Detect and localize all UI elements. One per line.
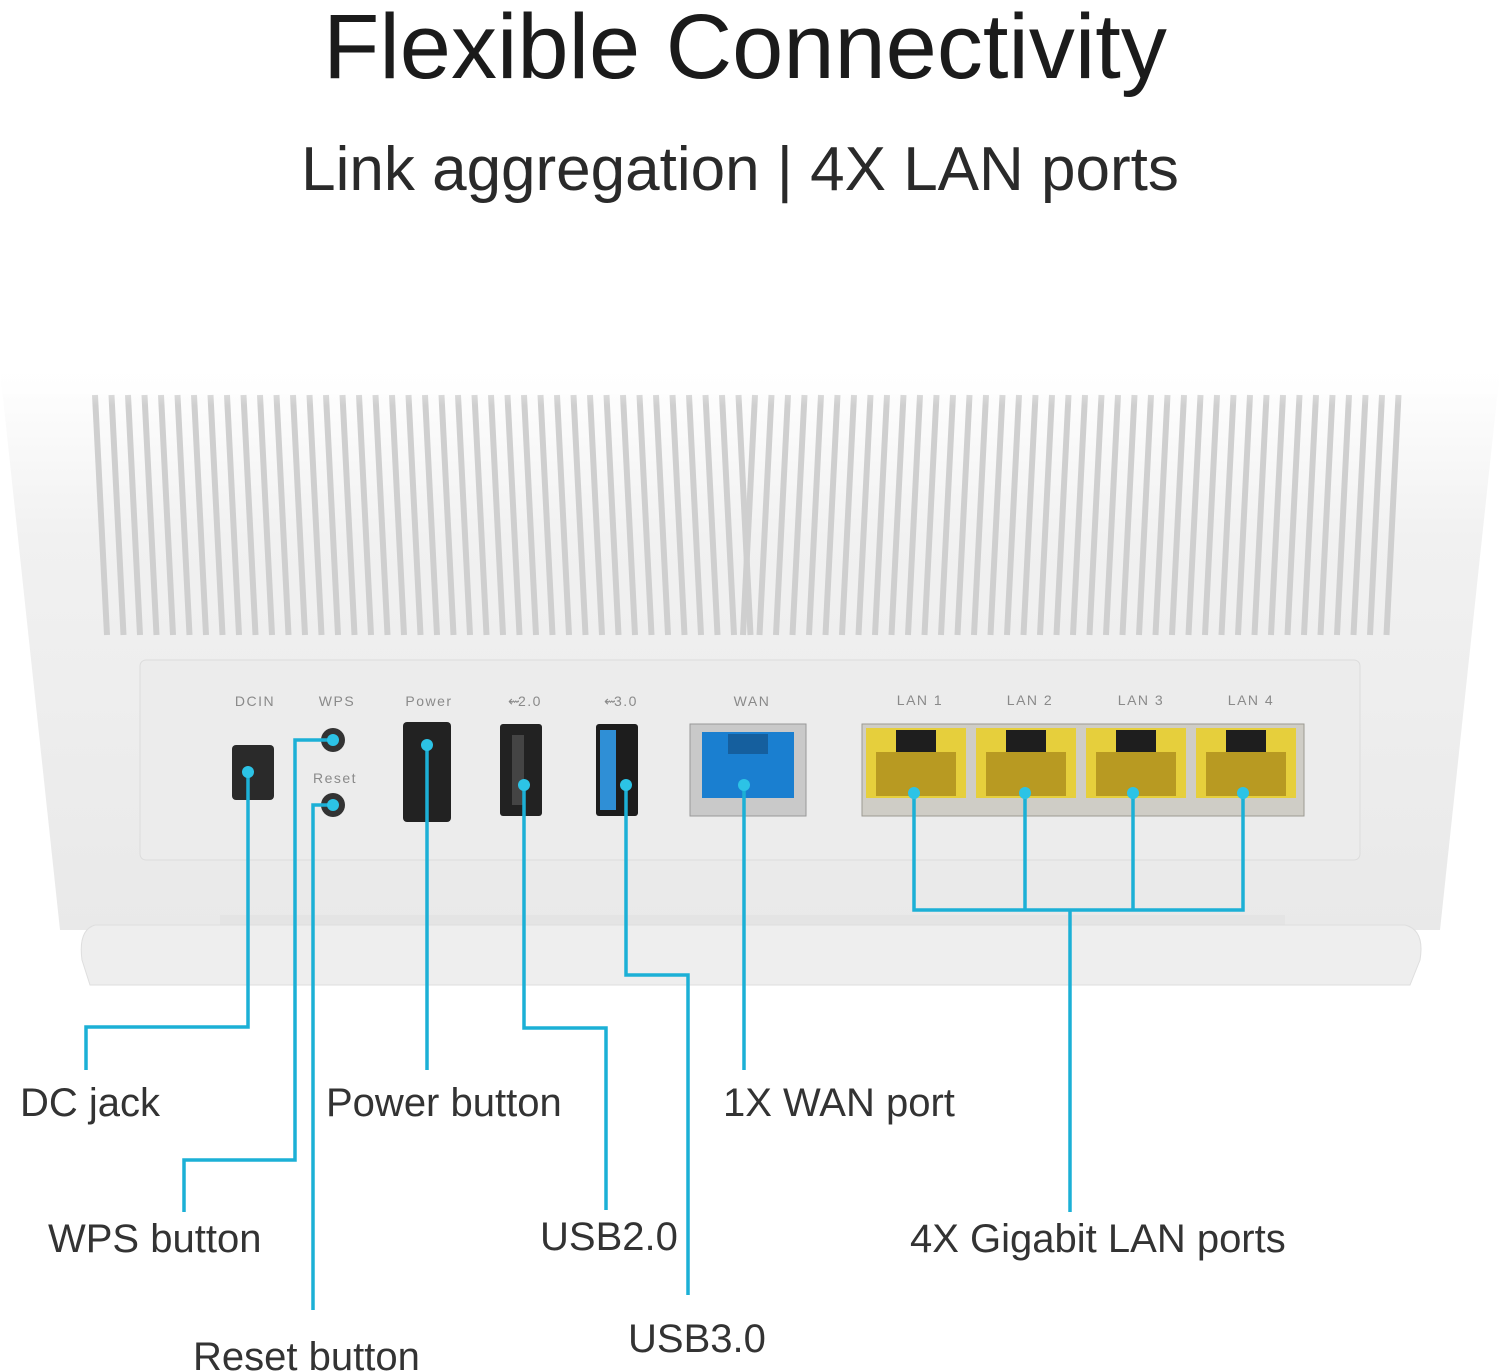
port-label-lan3: LAN 3 <box>1118 692 1164 708</box>
leader-dc-jack <box>84 772 250 1070</box>
callout-reset-button: Reset button <box>193 1335 420 1371</box>
port-label-power: Power <box>405 693 452 709</box>
leader-wps <box>182 738 333 1212</box>
port-label-lan2: LAN 2 <box>1007 692 1053 708</box>
lan-port <box>1086 728 1186 798</box>
leader-reset <box>311 803 333 1310</box>
leader-usb2 <box>522 785 608 1210</box>
port-label-reset: Reset <box>313 770 357 786</box>
leader-lines <box>84 734 1249 1310</box>
port-label-lan4: LAN 4 <box>1228 692 1274 708</box>
callouts: DC jack Power button 1X WAN port WPS but… <box>20 1081 1286 1371</box>
page-subtitle: Link aggregation | 4X LAN ports <box>301 135 1179 204</box>
lan-port <box>976 728 1076 798</box>
lan-port <box>1196 728 1296 798</box>
usb-icon: ⇜ <box>508 693 521 709</box>
router-stand <box>80 915 1422 986</box>
port-labels: DCIN WPS Reset Power ⇜ 2.0 ⇜ 3.0 WAN LAN… <box>235 692 1274 786</box>
callout-dc-jack: DC jack <box>20 1081 161 1125</box>
port-label-wan: WAN <box>734 693 771 709</box>
callout-wps-button: WPS button <box>48 1217 261 1261</box>
router-body <box>0 360 1500 930</box>
page-title: Flexible Connectivity <box>323 0 1167 98</box>
port-label-usb3: 3.0 <box>614 693 638 709</box>
callout-usb2: USB2.0 <box>540 1215 678 1259</box>
port-label-dcin: DCIN <box>235 693 275 709</box>
leader-lan <box>912 793 1245 912</box>
lan-port <box>866 728 966 798</box>
ports <box>232 722 1305 822</box>
callout-wan-port: 1X WAN port <box>723 1081 955 1125</box>
port-label-wps: WPS <box>319 693 355 709</box>
callout-power-button: Power button <box>326 1081 562 1125</box>
leader-usb3 <box>624 785 690 1295</box>
port-label-lan1: LAN 1 <box>897 692 943 708</box>
callout-lan-ports: 4X Gigabit LAN ports <box>910 1217 1286 1261</box>
callout-usb3: USB3.0 <box>628 1317 766 1361</box>
port-label-usb2: 2.0 <box>518 693 542 709</box>
usb-icon: ⇜ <box>604 693 617 709</box>
